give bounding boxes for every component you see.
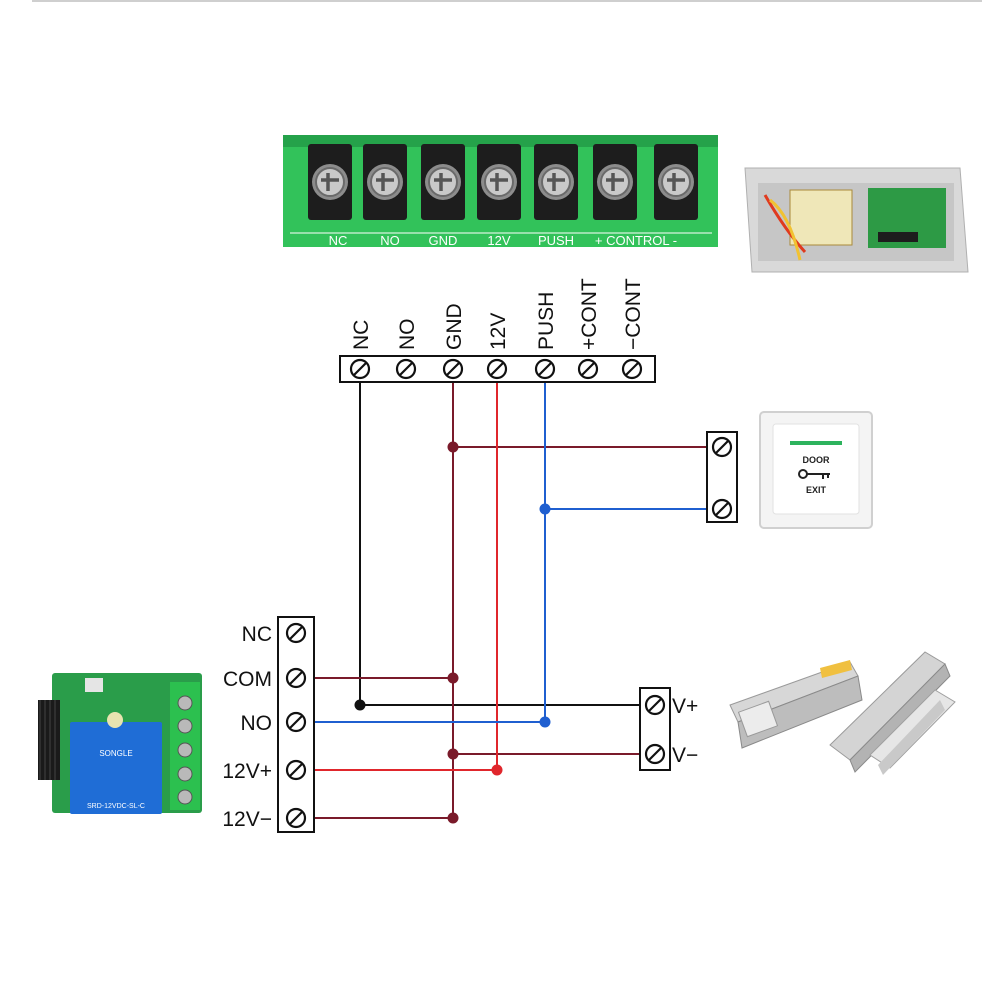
terminal-label-gnd: GND — [443, 303, 466, 350]
receiver-label-nc: NC — [242, 623, 272, 646]
board-label-control: + CONTROL - — [595, 233, 677, 248]
wires — [296, 382, 722, 819]
exit-button-text-exit: EXIT — [806, 485, 827, 495]
exit-button-terminal — [706, 431, 738, 523]
board-label-push: PUSH — [538, 233, 574, 248]
board-label-gnd: GND — [429, 233, 458, 248]
terminal-label-12v: 12V — [487, 313, 510, 350]
board-label-nc: NC — [329, 233, 348, 248]
wire-nc-black — [359, 382, 655, 706]
relay-module-photo: SONGLE SRD-12VDC-SL-C — [38, 673, 202, 814]
terminal-label-plus-cont: +CONT — [578, 278, 601, 350]
board-label-12v: 12V — [487, 233, 510, 248]
lock-label-v-plus: V+ — [672, 695, 698, 718]
relay-brand: SONGLE — [99, 749, 132, 758]
receiver-label-12v-minus: 12V− — [222, 808, 272, 831]
magnetic-lock-photo — [829, 651, 956, 775]
key-icon — [798, 469, 830, 479]
lock-label-v-minus: V− — [672, 744, 698, 767]
terminal-label-no: NO — [396, 319, 419, 351]
electric-strike-lock-photo — [729, 660, 863, 749]
receiver-label-no: NO — [241, 712, 273, 735]
board-label-no: NO — [380, 233, 400, 248]
exit-button-text-door: DOOR — [803, 455, 831, 465]
power-terminal-block: NC NO GND 12V PUSH +CONT −CONT — [339, 278, 656, 383]
power-supply-box-photo — [744, 167, 969, 273]
receiver-label-com: COM — [223, 668, 272, 691]
lock-terminal-block: V+ V− — [639, 687, 698, 771]
receiver-label-12v-plus: 12V+ — [222, 760, 272, 783]
relay-model: SRD-12VDC-SL-C — [87, 803, 145, 810]
junction-dots — [354, 441, 551, 824]
controller-board-photo: NC NO GND 12V PUSH + CONTROL - — [283, 135, 718, 248]
exit-button-photo: DOOR EXIT — [759, 411, 873, 529]
top-border-line — [32, 0, 982, 2]
terminal-label-push: PUSH — [535, 292, 558, 350]
terminal-label-nc: NC — [350, 320, 373, 350]
terminal-label-minus-cont: −CONT — [622, 278, 645, 350]
receiver-terminal-block: NC COM NO 12V+ 12V− — [222, 616, 315, 833]
